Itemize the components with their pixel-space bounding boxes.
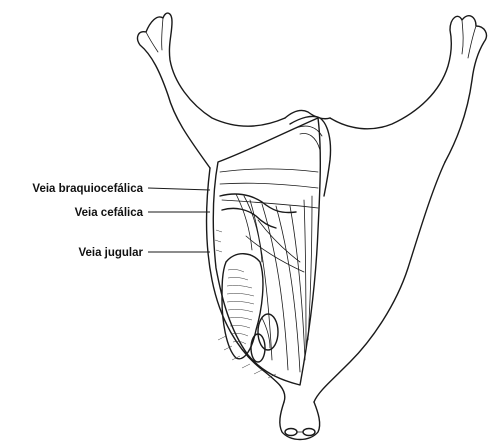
leader-braquiocefalica xyxy=(148,188,210,190)
label-veia-jugular: Veia jugular xyxy=(78,247,143,259)
labels: Veia braquiocefálica Veia cefálica Veia … xyxy=(32,183,143,259)
leader-lines xyxy=(148,188,210,252)
label-veia-braquiocefalica: Veia braquiocefálica xyxy=(32,183,143,195)
label-veia-cefalica: Veia cefálica xyxy=(75,207,144,219)
dissection-area xyxy=(213,116,330,385)
